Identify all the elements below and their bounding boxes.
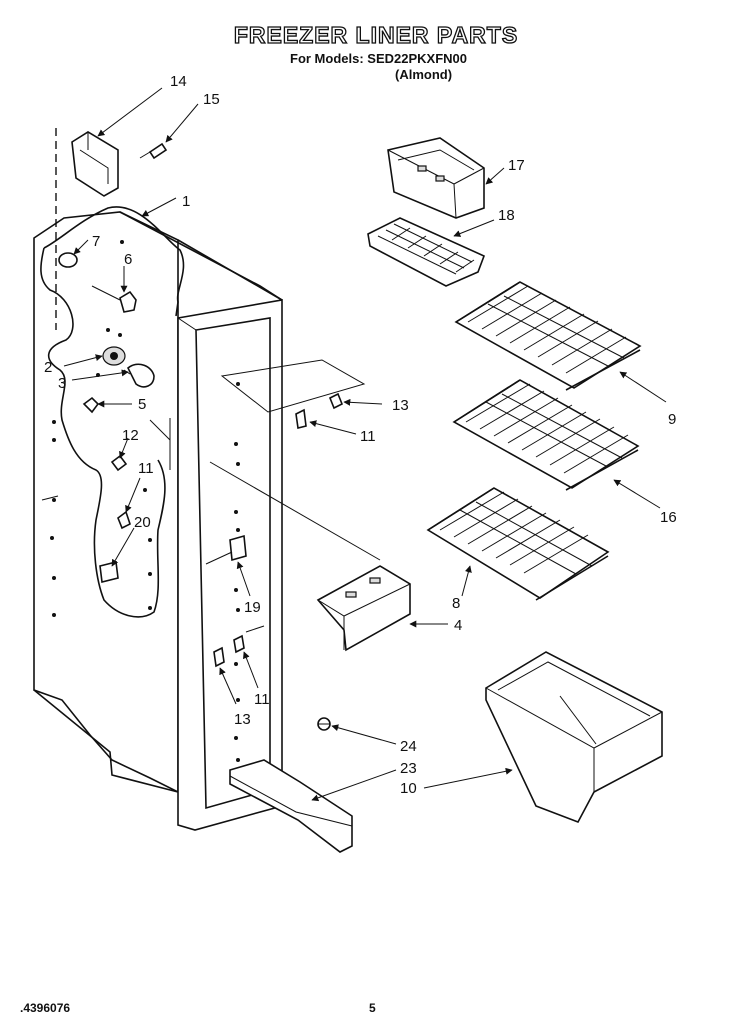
callout-17: 17: [508, 157, 525, 174]
callout-14: 14: [170, 73, 187, 90]
clip-part-6: [119, 290, 137, 313]
wiring-harness: [40, 206, 185, 618]
callout-10: 10: [400, 780, 417, 797]
bracket-part-14: [71, 131, 119, 197]
document-number: .4396076: [20, 1001, 71, 1015]
screw-part-15: [139, 142, 168, 160]
cover-part-4: [316, 565, 411, 652]
light-bulb-part-3: [123, 363, 155, 388]
freezer-pan-part-10: [485, 651, 663, 823]
callout-4: 4: [454, 617, 462, 634]
color-variant-label: (Almond): [395, 67, 453, 82]
callout-13-upper: 13: [392, 397, 409, 414]
clip-part-11-upper: [295, 408, 307, 429]
page-title: FREEZER LINER PARTS: [233, 21, 519, 48]
callout-5: 5: [138, 396, 146, 413]
clip-part-12: [110, 454, 128, 472]
callout-3: 3: [58, 375, 66, 392]
callout-11-upper: 11: [360, 428, 376, 445]
clip-part-11-left: [117, 510, 131, 530]
callout-20: 20: [134, 514, 151, 531]
ice-bin-part-17: [387, 137, 485, 219]
light-socket-part-2: [102, 346, 126, 366]
clip-part-11-lower: [233, 634, 245, 654]
callout-18: 18: [498, 207, 515, 224]
wire-shelf-part-16: [452, 379, 640, 491]
bracket-part-23: [229, 759, 353, 853]
page-number: 5: [369, 1001, 376, 1015]
callout-23: 23: [400, 760, 417, 777]
freezer-liner: [33, 211, 283, 831]
callout-11-left: 11: [138, 460, 154, 477]
callout-2: 2: [44, 359, 52, 376]
callout-9: 9: [668, 411, 676, 428]
switch-part-19: [229, 534, 247, 562]
clip-part-13-upper: [328, 392, 344, 410]
grommet-part-5: [82, 396, 100, 414]
callout-16: 16: [660, 509, 677, 526]
callout-6: 6: [124, 251, 132, 268]
wire-shelf-part-8: [426, 487, 610, 601]
callout-15: 15: [203, 91, 220, 108]
wire-shelf-part-9: [454, 281, 642, 391]
connector-part-20: [99, 561, 119, 583]
callout-11-lower: 11: [254, 691, 270, 708]
callout-19: 19: [244, 599, 261, 616]
callout-12: 12: [122, 427, 139, 444]
callout-8: 8: [452, 595, 460, 612]
clip-part-13-lower: [213, 646, 225, 668]
mounting-plate-outline: [220, 359, 366, 413]
ice-tray-part-18: [367, 217, 486, 287]
screw-part-24: [317, 717, 331, 731]
grommet-part-7: [58, 252, 78, 268]
callout-1: 1: [182, 193, 190, 210]
callout-13-lower: 13: [234, 711, 251, 728]
callout-7: 7: [92, 233, 100, 250]
callout-24: 24: [400, 738, 417, 755]
model-number-line: For Models: SED22PKXFN00: [290, 51, 467, 66]
callout-labels: 14 15 1 7 6 2 3 5 12 11 20 17 18 9 16 8 …: [44, 73, 677, 797]
